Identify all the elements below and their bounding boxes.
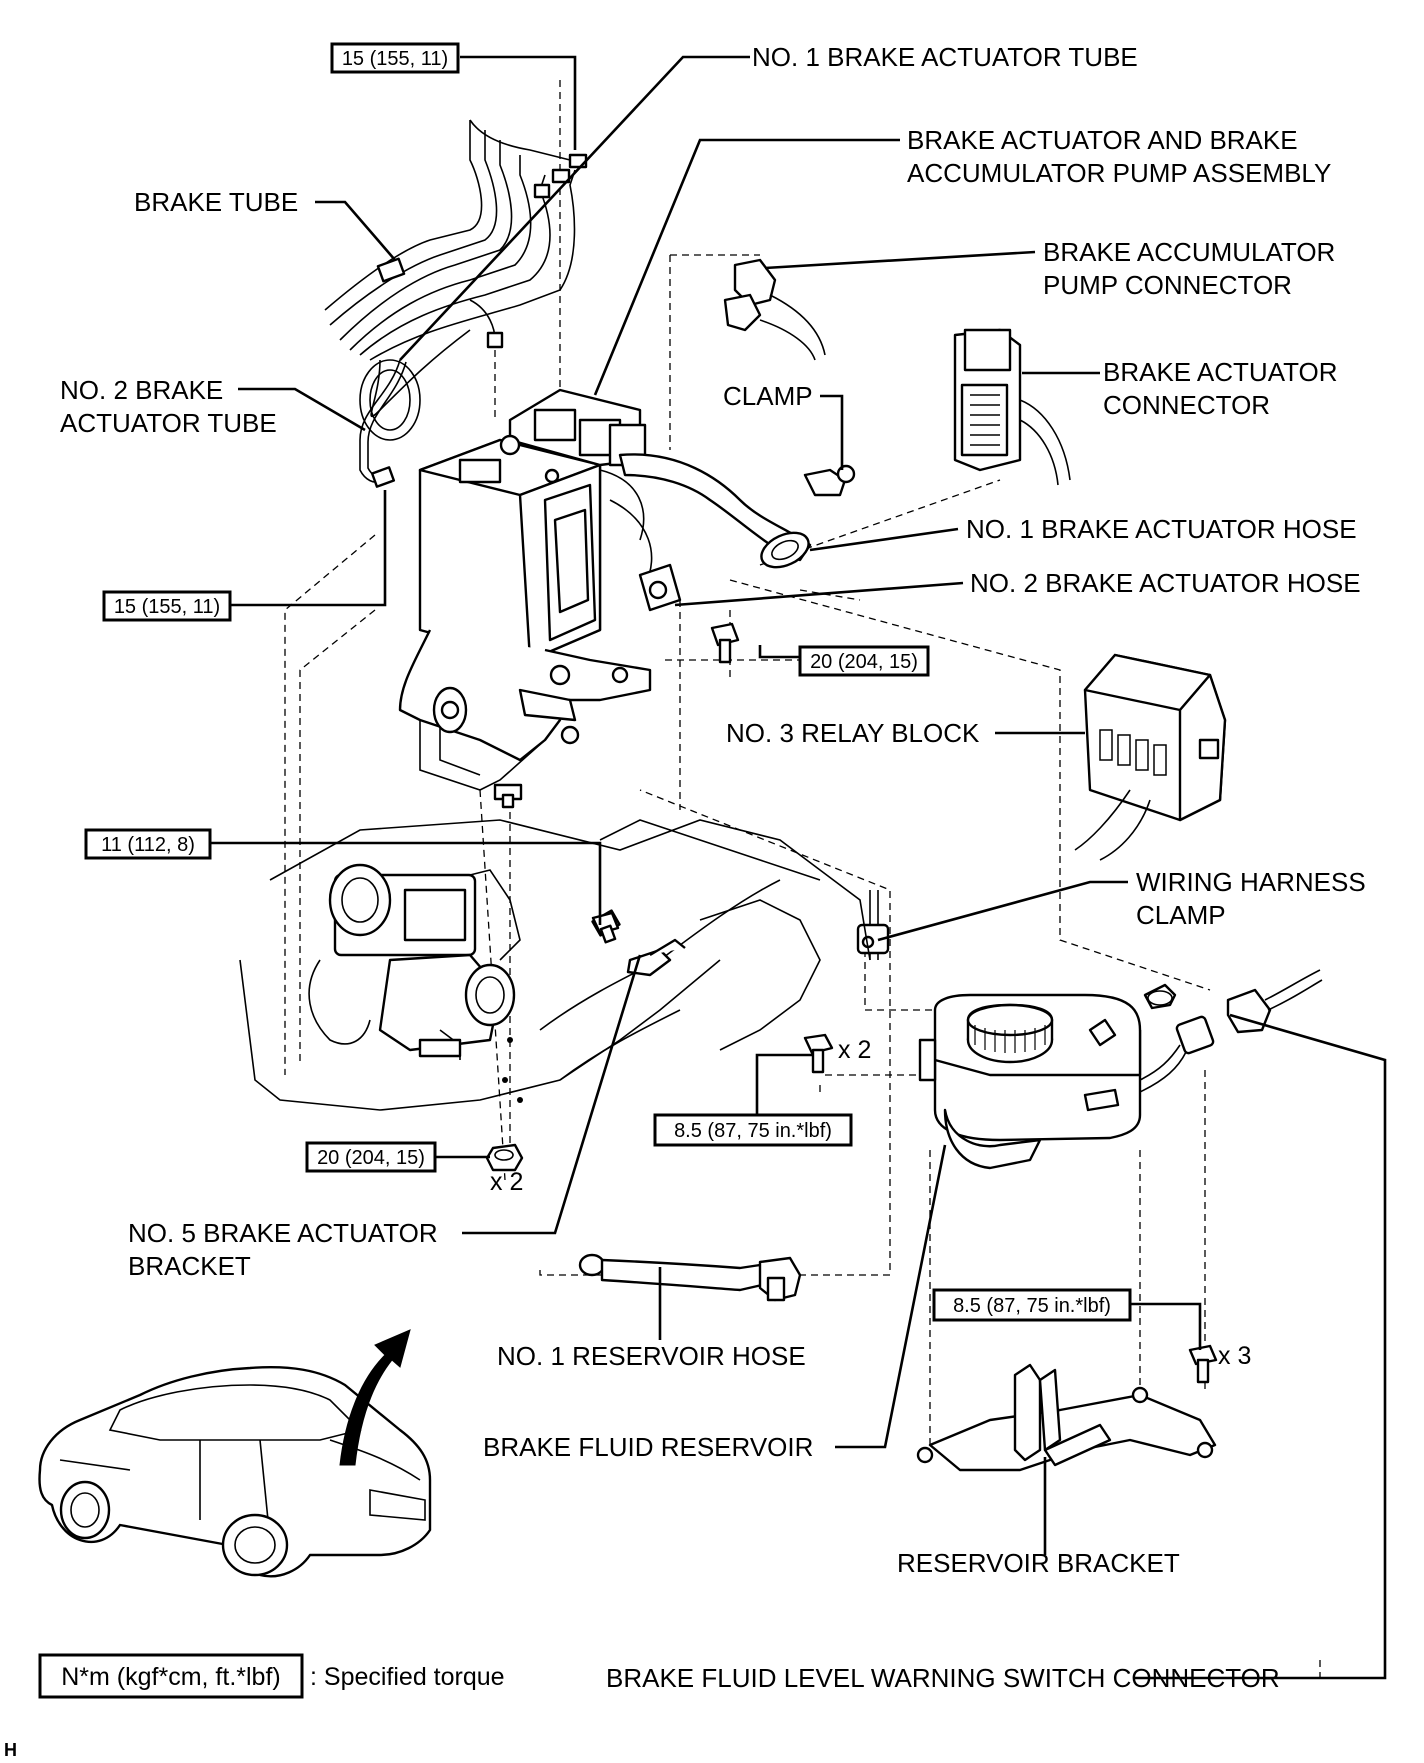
label-no5-bracket-line2: BRACKET [128,1251,251,1281]
torque-box-nut-bottom: 20 (204, 15) [305,1141,437,1173]
torque-box-reservoir-bolts: 8.5 (87, 75 in.*lbf) [653,1113,853,1147]
bolt-left [591,911,620,944]
torque-value: 20 (204, 15) [317,1147,425,1169]
torque-box-tube-side: 15 (155, 11) [102,590,232,622]
brake-fluid-reservoir-part [918,983,1215,1170]
brake-actuator-assembly [398,388,812,809]
level-switch-connector [1226,969,1323,1034]
label-clamp: CLAMP [723,381,813,411]
label-harness-clamp-line1: WIRING HARNESS [1136,867,1366,897]
label-no5-bracket-line1: NO. 5 BRAKE ACTUATOR [128,1218,438,1248]
qty-bracket-bolts: x 3 [1218,1342,1251,1370]
bolt-right [710,622,740,664]
label-no2-hose: NO. 2 BRAKE ACTUATOR HOSE [970,568,1361,598]
reservoir-bolts [803,1033,834,1074]
torque-value: 15 (155, 11) [114,596,220,618]
label-actuator-assembly-line2: ACCUMULATOR PUMP ASSEMBLY [907,158,1331,188]
label-reservoir-hose: NO. 1 RESERVOIR HOSE [497,1341,806,1371]
label-pump-connector-line1: BRAKE ACCUMULATOR [1043,237,1335,267]
label-actuator-connector-line2: CONNECTOR [1103,390,1270,420]
label-pump-connector-line2: PUMP CONNECTOR [1043,270,1292,300]
label-brake-tube: BRAKE TUBE [134,187,298,217]
torque-value: 8.5 (87, 75 in.*lbf) [953,1295,1111,1317]
location-arrow-icon [339,1329,411,1466]
legend-description: : Specified torque [310,1663,505,1691]
pump-connector [723,258,826,361]
relay-block [1074,653,1227,861]
qty-reservoir-bolts: x 2 [838,1036,871,1064]
label-actuator-connector-line1: BRAKE ACTUATOR [1103,357,1338,387]
brake-tube-bundle [324,119,588,441]
harness-clamp [856,890,890,960]
torque-legend: N*m (kgf*cm, ft.*lbf) : Specified torque [38,1653,505,1699]
no2-actuator-tube [359,359,407,488]
torque-box-bracket-bolts: 8.5 (87, 75 in.*lbf) [932,1288,1132,1322]
part-labels: NO. 1 BRAKE ACTUATOR TUBE BRAKE ACTUATOR… [60,42,1366,1693]
label-no2-tube-line2: ACTUATOR TUBE [60,408,277,438]
torque-box-bolt-right: 20 (204, 15) [798,645,930,677]
torque-value: 20 (204, 15) [810,651,918,673]
torque-value: 11 (112, 8) [101,834,195,856]
reservoir-hose [578,1253,802,1302]
label-level-switch-connector: BRAKE FLUID LEVEL WARNING SWITCH CONNECT… [606,1663,1280,1693]
label-actuator-assembly-line1: BRAKE ACTUATOR AND BRAKE [907,125,1298,155]
label-no2-tube-line1: NO. 2 BRAKE [60,375,223,405]
label-no1-hose: NO. 1 BRAKE ACTUATOR HOSE [966,514,1357,544]
reservoir-bracket-part [916,1363,1217,1472]
qty-nut-bottom: x 2 [490,1168,523,1196]
corner-mark: H [4,1740,17,1760]
bracket-bolts [1188,1344,1218,1384]
clamp-part [803,464,856,497]
torque-value: 8.5 (87, 75 in.*lbf) [674,1120,832,1142]
leader-lines [210,55,1387,1680]
torque-box-tube-top: 15 (155, 11) [330,42,460,74]
actuator-connector [953,328,1071,486]
nut-bottom [485,1143,524,1172]
torque-box-bolt-left: 11 (112, 8) [84,828,212,860]
car-illustration [38,1365,432,1578]
torque-value: 15 (155, 11) [342,48,448,70]
label-reservoir-bracket: RESERVOIR BRACKET [897,1548,1180,1578]
label-fluid-reservoir: BRAKE FLUID RESERVOIR [483,1432,813,1462]
engine-bay [239,819,871,1111]
label-no1-brake-actuator-tube: NO. 1 BRAKE ACTUATOR TUBE [752,42,1138,72]
label-relay-block: NO. 3 RELAY BLOCK [726,718,980,748]
label-harness-clamp-line2: CLAMP [1136,900,1226,930]
legend-box-text: N*m (kgf*cm, ft.*lbf) [61,1663,280,1691]
